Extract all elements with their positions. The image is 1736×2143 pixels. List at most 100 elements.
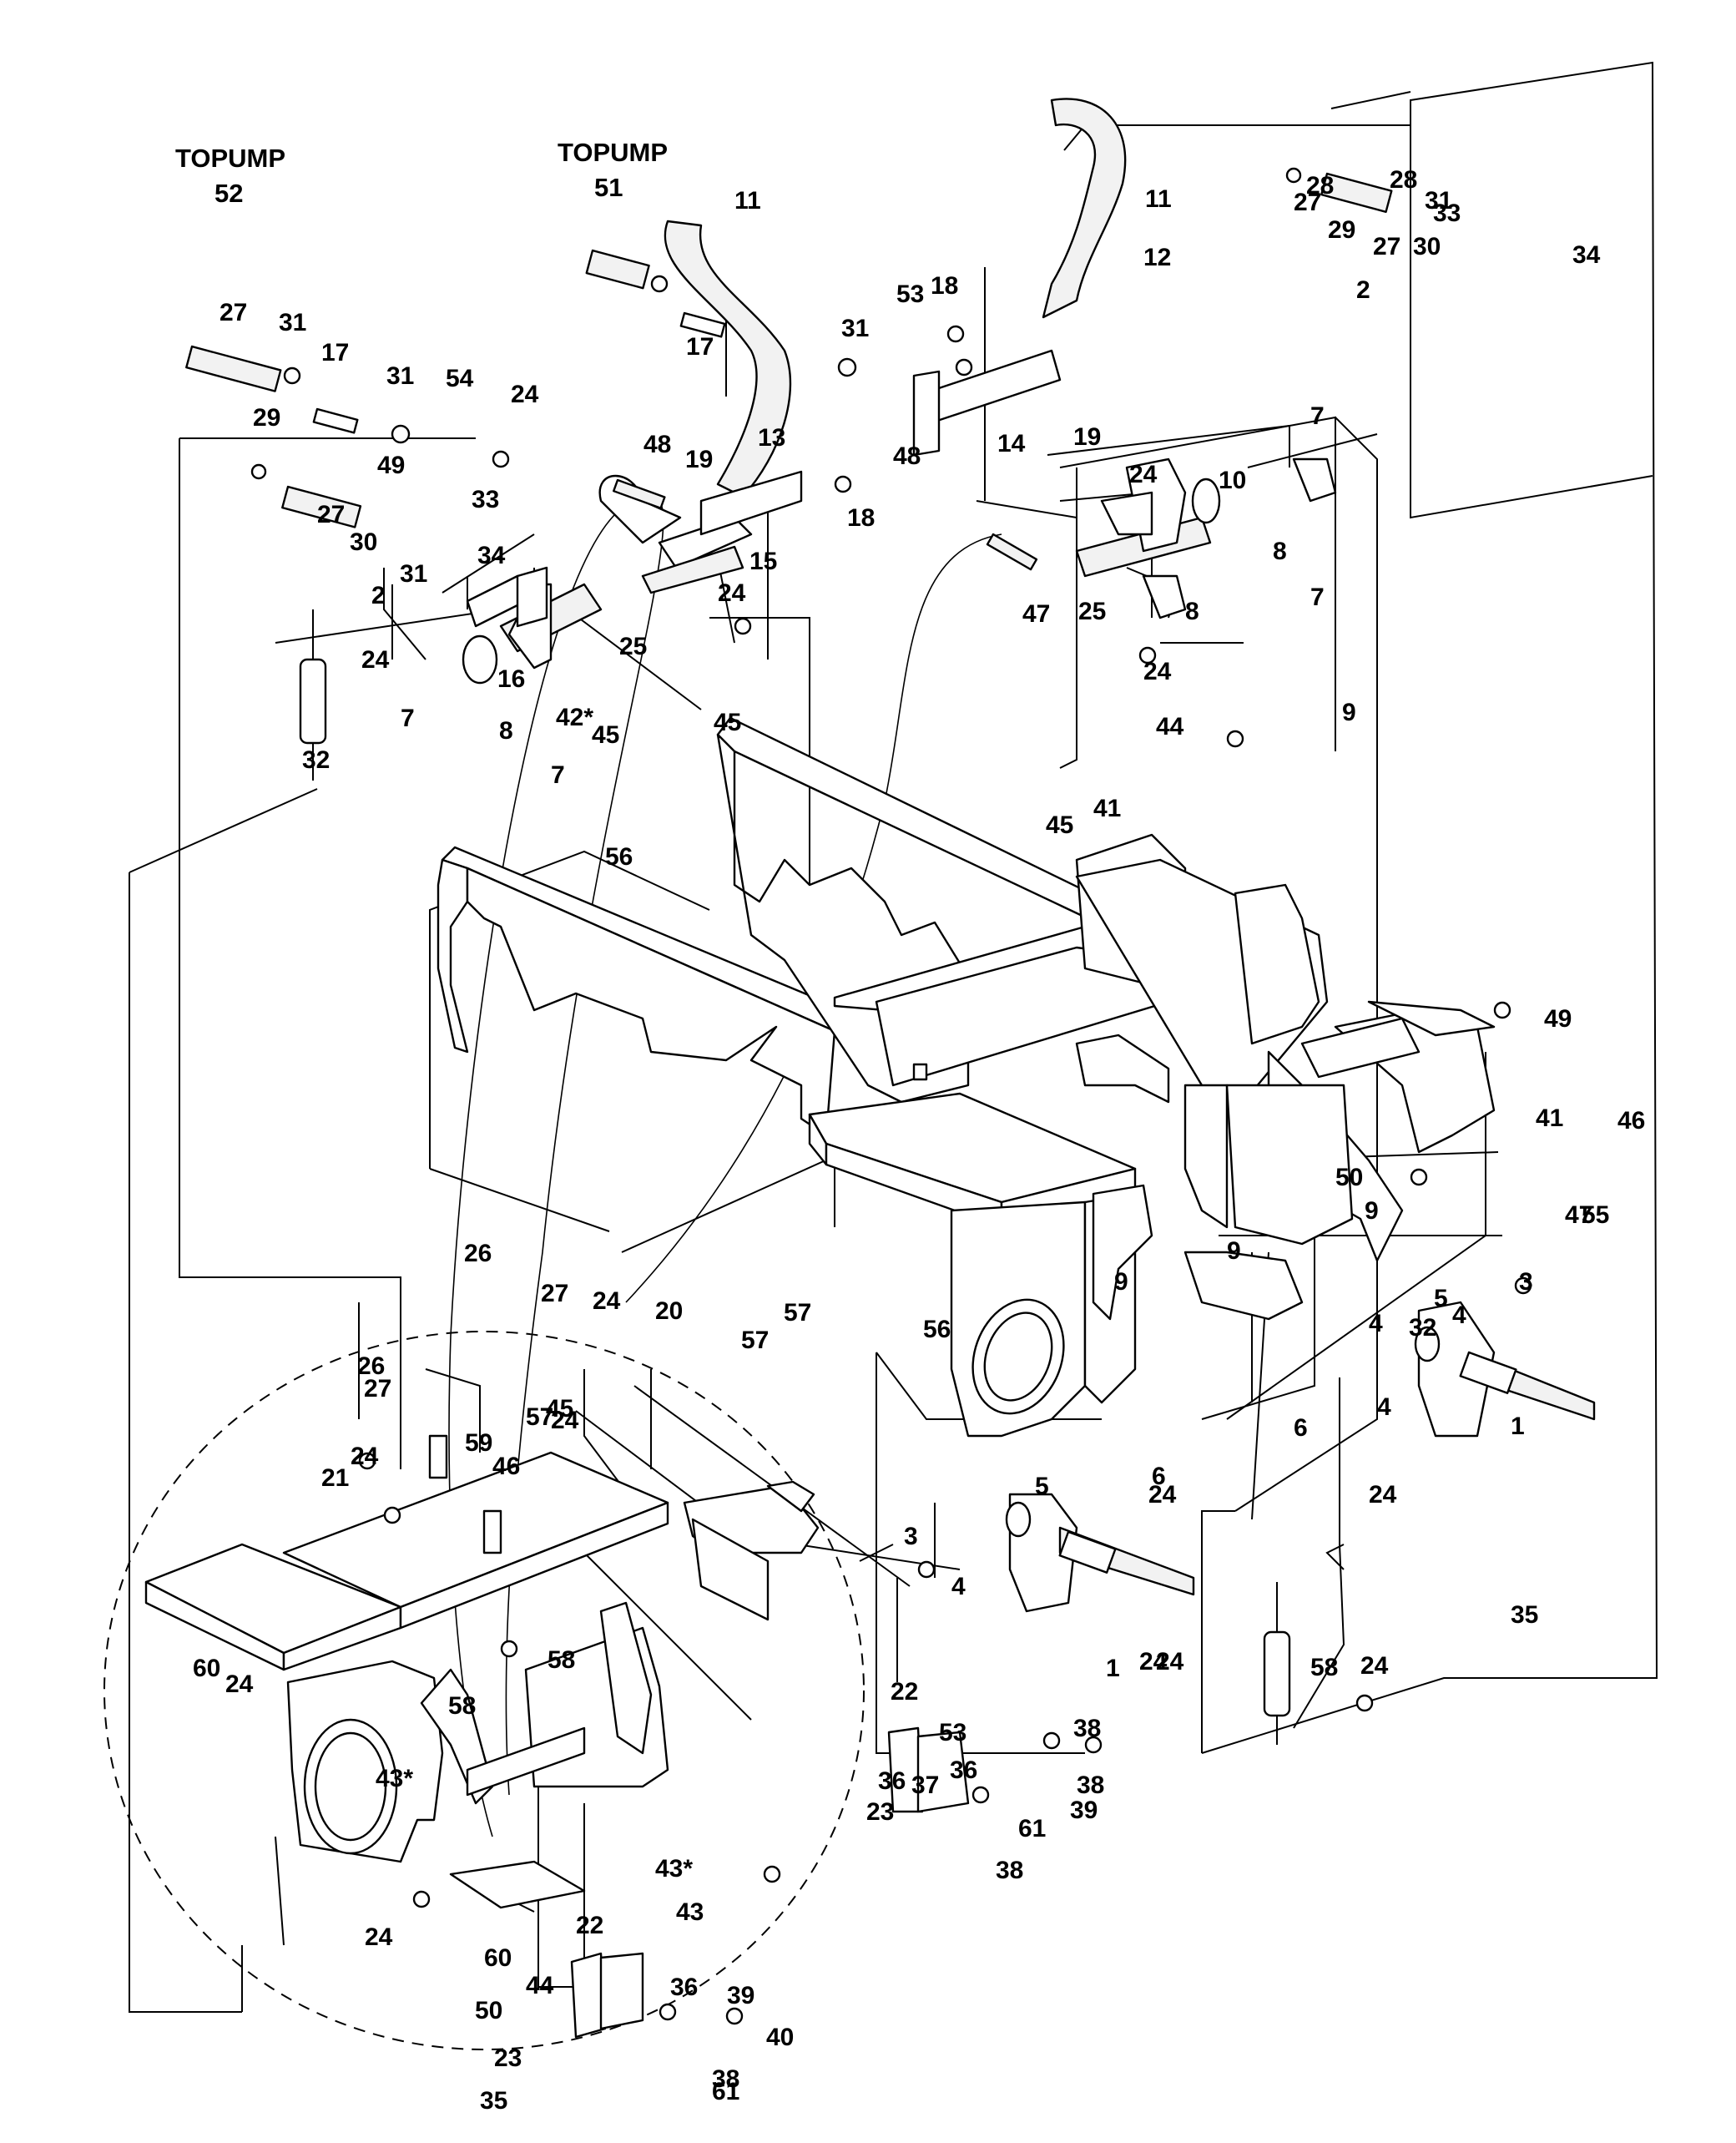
callout-3: 3 (1519, 1268, 1533, 1296)
callout-61: 61 (712, 2078, 739, 2105)
callout-12: 12 (1143, 244, 1171, 271)
callout-27: 27 (364, 1375, 391, 1403)
callout-7: 7 (551, 761, 565, 789)
callout-21: 21 (321, 1464, 349, 1492)
callout-24: 24 (1129, 461, 1158, 488)
callout-7: 7 (401, 705, 415, 732)
callout-11: 11 (1145, 185, 1172, 213)
callout-27: 27 (541, 1280, 568, 1307)
callout-41: 41 (1536, 1104, 1563, 1132)
callout-24: 24 (593, 1287, 621, 1315)
callout-5: 5 (1434, 1285, 1448, 1312)
callout-4: 4 (1377, 1393, 1391, 1421)
callout-4: 4 (951, 1573, 966, 1600)
callout-57: 57 (741, 1327, 769, 1354)
callout-27: 27 (220, 299, 247, 326)
callout-33: 33 (472, 486, 499, 513)
callout-45: 45 (546, 1395, 573, 1423)
callout-35: 35 (1511, 1601, 1538, 1629)
callout-9: 9 (1365, 1197, 1379, 1225)
callout-54: 54 (446, 365, 474, 392)
callout-25: 25 (1078, 598, 1106, 625)
callout-29: 29 (253, 404, 280, 432)
callout-17: 17 (321, 339, 349, 366)
callout-22: 22 (891, 1678, 918, 1706)
shaft-1-upper (1414, 1301, 1596, 1438)
callout-38: 38 (1077, 1772, 1104, 1799)
callout-32: 32 (302, 746, 330, 774)
callout-34: 34 (1572, 241, 1601, 269)
callout-45: 45 (714, 709, 741, 736)
callout-29: 29 (1328, 216, 1355, 244)
callout-40: 40 (766, 2024, 794, 2051)
upper-assemblies (462, 457, 1421, 1079)
callout-39: 39 (1070, 1797, 1098, 1824)
callout-24: 24 (718, 579, 746, 607)
callout-28: 28 (1306, 172, 1334, 200)
callout-43: 43 (676, 1898, 704, 1926)
callout-32: 32 (1409, 1314, 1436, 1342)
topump-number-51: 51 (594, 173, 623, 202)
callout-6: 6 (1294, 1414, 1308, 1442)
callout-45: 45 (1046, 811, 1073, 839)
callout-10: 10 (1219, 467, 1246, 494)
callout-36: 36 (950, 1756, 977, 1784)
topump-heading-51: TOPUMP (558, 138, 668, 167)
callout-50: 50 (1335, 1164, 1363, 1191)
callout-24: 24 (361, 646, 390, 674)
callout-27: 27 (1294, 189, 1321, 216)
callout-24: 24 (1148, 1481, 1177, 1509)
callout-25: 25 (619, 633, 647, 660)
callout-18: 18 (931, 272, 958, 300)
diagram-headers: TOPUMP 52 TOPUMP 51 (175, 138, 668, 208)
callout-7: 7 (1310, 584, 1325, 611)
callout-27: 27 (1373, 233, 1400, 260)
callout-46: 46 (1617, 1107, 1645, 1135)
callout-59: 59 (465, 1429, 492, 1457)
callout-39: 39 (727, 1982, 754, 2009)
callout-24: 24 (1369, 1481, 1397, 1509)
callout-57: 57 (784, 1299, 811, 1327)
callout-35: 35 (480, 2087, 507, 2115)
callout-23: 23 (494, 2044, 522, 2072)
callout-24: 24 (351, 1443, 379, 1470)
lower-frame-detail (144, 1451, 820, 1863)
callout-3: 3 (904, 1523, 918, 1550)
callout-24: 24 (1360, 1652, 1389, 1680)
shaft-1-lower (1005, 1493, 1195, 1613)
callout-27: 27 (317, 501, 345, 528)
callout-56: 56 (605, 843, 633, 871)
callout-18: 18 (847, 504, 875, 532)
callout-24: 24 (511, 381, 539, 408)
callout-46: 46 (492, 1453, 520, 1480)
callout-8: 8 (499, 717, 513, 745)
callout-58: 58 (548, 1646, 575, 1674)
callout-24: 24 (225, 1670, 254, 1698)
main-frame (437, 716, 1496, 1438)
callout-60: 60 (484, 1944, 512, 1972)
callout-7: 7 (1310, 402, 1325, 430)
callout-22: 22 (576, 1912, 603, 1939)
steering-levers (598, 98, 1127, 569)
callout-33: 33 (1433, 200, 1461, 227)
callout-43-star: 43* (376, 1765, 413, 1792)
callout-36: 36 (670, 1974, 698, 2001)
callout-31: 31 (400, 560, 427, 588)
topump-number-52: 52 (214, 179, 243, 208)
callout-30: 30 (350, 528, 377, 556)
callout-50: 50 (475, 1997, 502, 2024)
callout-34: 34 (477, 542, 506, 569)
callout-57: 57 (526, 1403, 553, 1431)
callout-4: 4 (1452, 1301, 1466, 1329)
callout-14: 14 (997, 430, 1026, 457)
callout-48: 48 (643, 431, 671, 458)
callout-38: 38 (996, 1857, 1023, 1884)
callout-58: 58 (448, 1692, 476, 1720)
callout-60: 60 (193, 1655, 220, 1682)
topump-heading-52: TOPUMP (175, 144, 285, 173)
callout-20: 20 (655, 1297, 683, 1325)
callout-19: 19 (685, 446, 713, 473)
callout-30: 30 (1413, 233, 1441, 260)
